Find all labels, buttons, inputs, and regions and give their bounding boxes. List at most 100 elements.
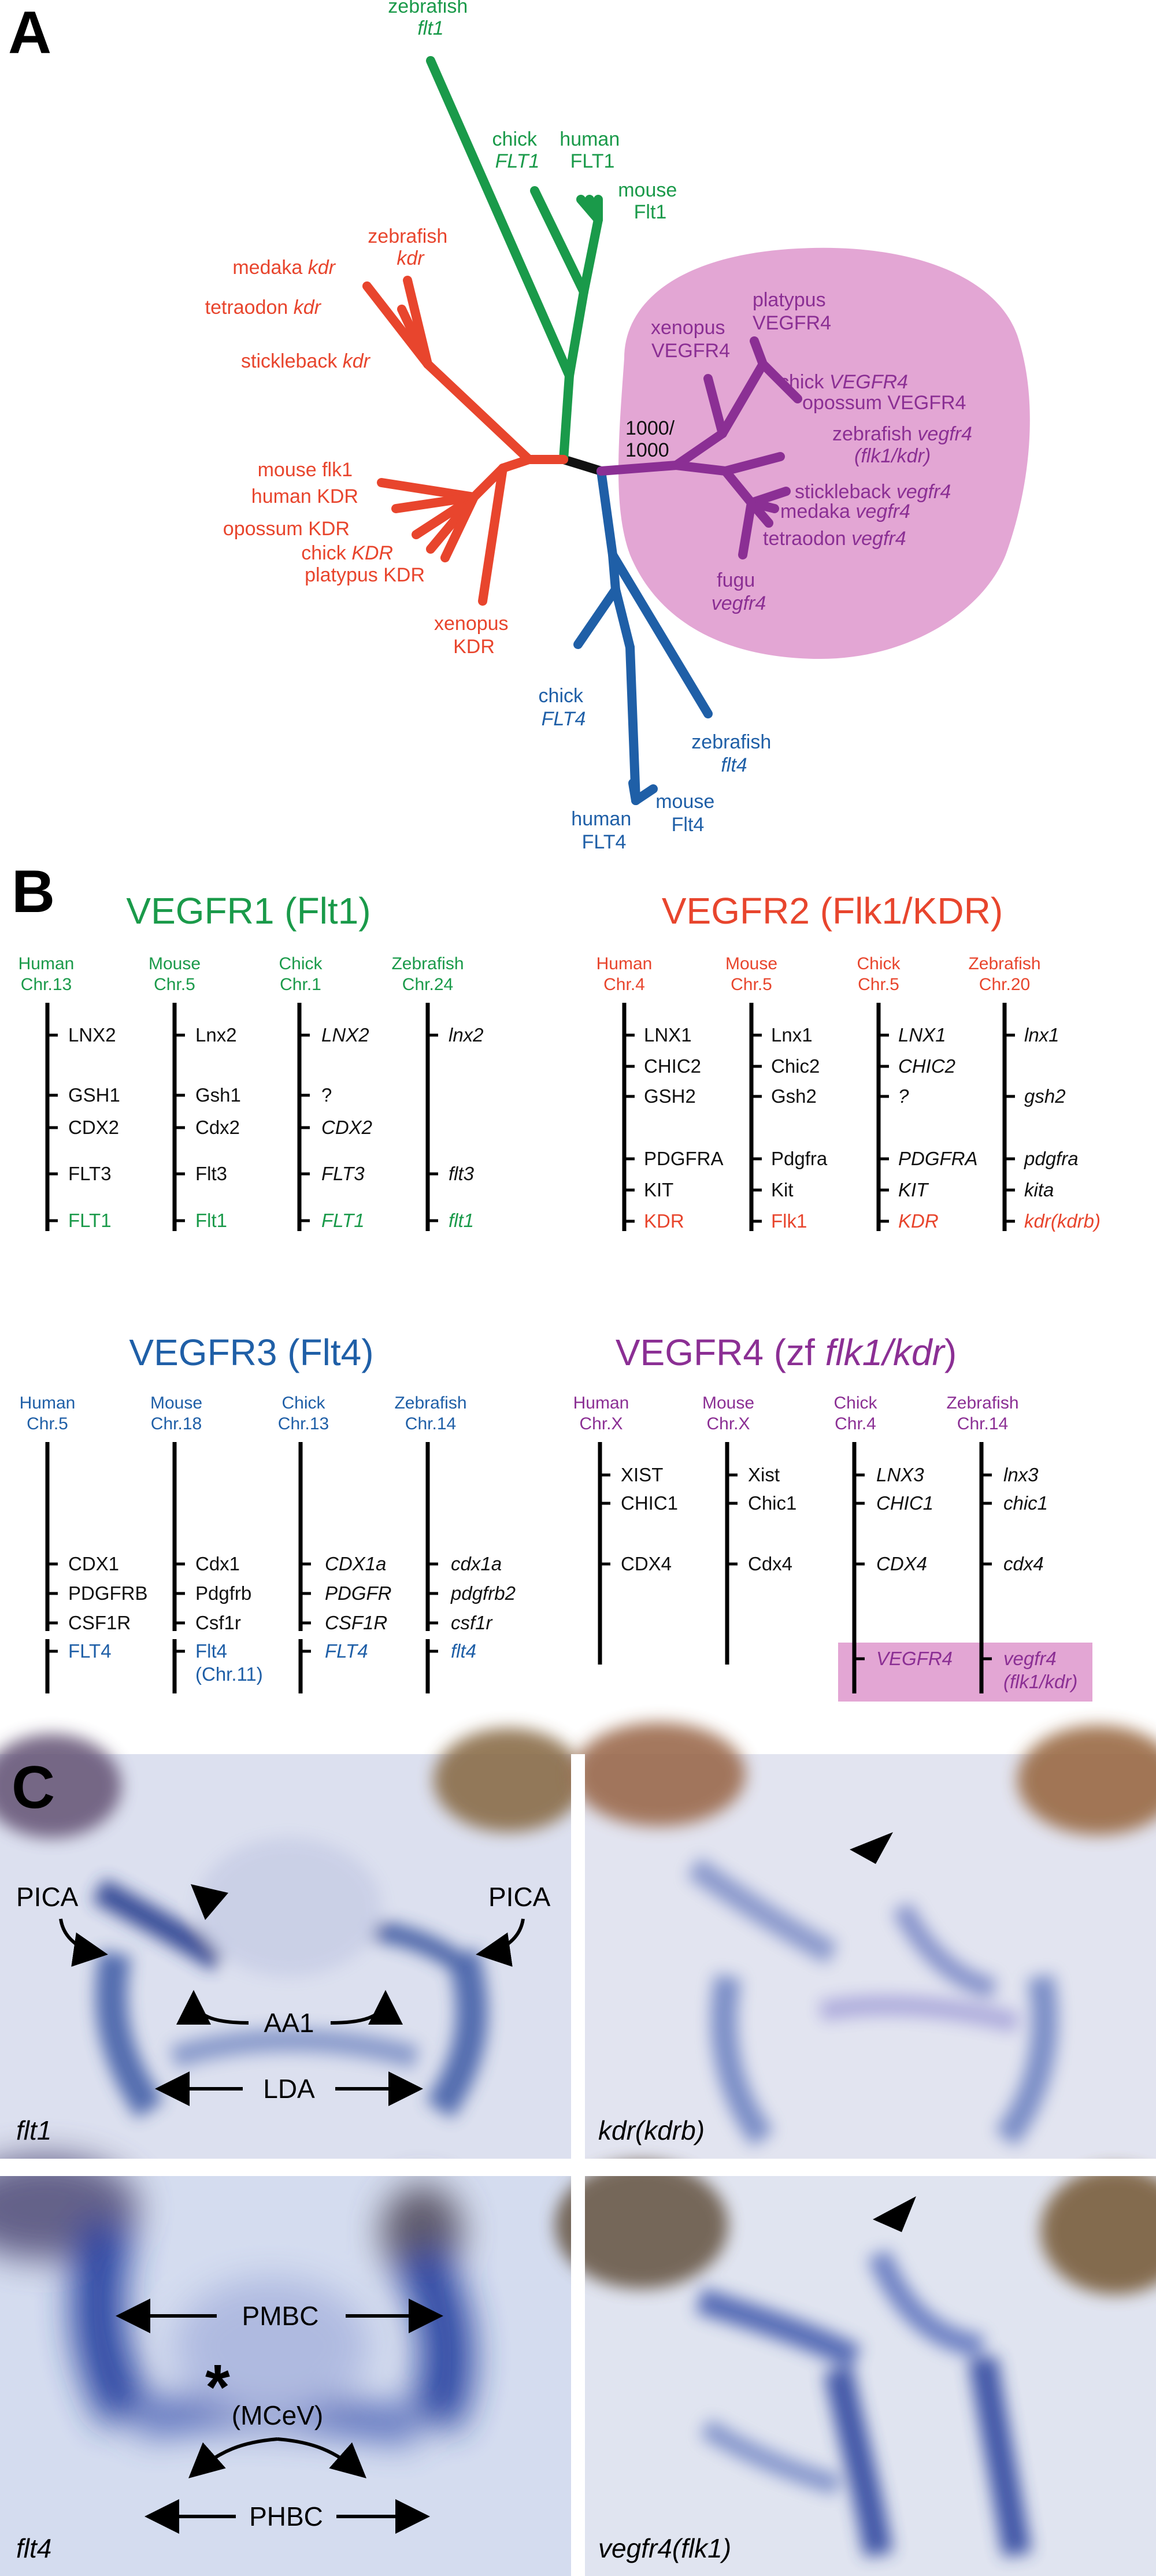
vegfr1-gene: FLT1 (321, 1210, 365, 1231)
leaf-stickleback-vegfr4: stickleback vegfr4 (795, 481, 951, 503)
vegfr1-gene: CDX2 (321, 1117, 372, 1138)
vegfr1-gene: flt3 (449, 1163, 475, 1184)
leaf-mouse-flk1: mouse flk1 (258, 459, 353, 481)
photo-vegfr4: vegfr4(flk1) (555, 2162, 1156, 2576)
leaf-xenopus-vegfr4: xenopus VEGFR4 (651, 317, 731, 362)
vegfr3-gene: FLT4 (325, 1640, 368, 1662)
leaf-zebrafish-vegfr4: zebrafish vegfr4 (flk1/kdr) (832, 423, 977, 467)
vegfr2-gene: PDGFRA (644, 1148, 724, 1169)
vegfr3-gene: cdx1a (451, 1553, 502, 1574)
vegfr4-gene: VEGFR4 (876, 1648, 953, 1669)
vegfr2-gene: KIT (644, 1179, 673, 1200)
vegfr3-gene: csf1r (451, 1612, 494, 1633)
arrowhead-icon (850, 1832, 893, 1864)
vegfr1-gene: LNX2 (321, 1024, 369, 1046)
vegfr4-gene: chic1 (1003, 1492, 1048, 1514)
leaf-zebrafish-kdr: zebrafish kdr (368, 225, 453, 269)
pica-left-label: PICA (16, 1882, 79, 1912)
leaf-human-flt1: human FLT1 (560, 128, 625, 172)
leaf-fugu-vegfr4: fugu vegfr4 (712, 569, 766, 614)
vegfr3-gene: CSF1R (68, 1612, 131, 1633)
vegfr2-gene: KDR (644, 1210, 684, 1232)
vegfr1-gene: Gsh1 (195, 1084, 241, 1106)
leaf-stickleback-kdr: stickleback kdr (241, 350, 371, 372)
photo-flt4: PMBC * (MCeV) PHBC flt4 (0, 2156, 571, 2576)
vegfr2-gene: Kit (771, 1179, 794, 1200)
vegfr1-gene: ? (321, 1084, 332, 1106)
photo-flt1: C PICA PICA AA1 LDA flt1 (0, 1728, 584, 2159)
vegfr4-gene: LNX3 (876, 1464, 924, 1485)
panel-c-letter: C (12, 1754, 55, 1821)
vegfr3-gene: CDX1 (68, 1553, 119, 1574)
vegfr2-gene: GSH2 (644, 1085, 696, 1107)
panel-b-letter: B (12, 858, 55, 925)
leaf-mouse-flt1: mouse Flt1 (618, 179, 683, 223)
vegfr4-gene: XIST (621, 1464, 663, 1485)
photo-label-kdr: kdr(kdrb) (598, 2115, 705, 2145)
vegfr4-zf-note: (flk1/kdr) (1003, 1671, 1077, 1692)
pmbc-label: PMBC (242, 2301, 319, 2331)
vegfr2-gene: ? (898, 1085, 909, 1107)
vegfr1-gene: Lnx2 (195, 1024, 237, 1046)
panel-a-letter: A (8, 0, 51, 66)
vegfr2-gene: pdgfra (1024, 1148, 1079, 1169)
arrowhead-icon (873, 2196, 916, 2232)
leaf-chick-kdr: chick KDR (301, 542, 393, 564)
vegfr3-gene: Csf1r (195, 1612, 241, 1633)
vegfr2-gene: LNX1 (898, 1024, 946, 1046)
vegfr3-gene: flt4 (451, 1640, 476, 1662)
leaf-opossum-vegfr4: opossum VEGFR4 (802, 392, 966, 414)
leaf-medaka-kdr: medaka kdr (232, 257, 336, 279)
vegfr3-gene: PDGFR (325, 1582, 392, 1604)
vegfr3-mouse-chr-note: (Chr.11) (195, 1663, 263, 1685)
vegfr3-gene: CDX1a (325, 1553, 386, 1574)
vegfr4-title: VEGFR4 (zf flk1/kdr) (616, 1332, 957, 1373)
vegfr2-gene: Gsh2 (771, 1085, 817, 1107)
leaf-human-flt4: human FLT4 (571, 808, 636, 853)
vegfr1-gene: FLT1 (68, 1210, 112, 1231)
mcev-label: (MCeV) (232, 2400, 323, 2430)
vegfr3-gene: Flt4 (195, 1640, 227, 1662)
photo-label-flt1: flt1 (16, 2115, 51, 2145)
lda-label: LDA (263, 2074, 315, 2104)
vegfr3-gene: Cdx1 (195, 1553, 240, 1574)
vegfr1-gene: FLT3 (68, 1163, 112, 1184)
vegfr4-gene: vegfr4 (1003, 1648, 1057, 1669)
vegfr2-gene: kita (1024, 1179, 1054, 1200)
vegfr4-gene: cdx4 (1003, 1553, 1044, 1574)
vegfr2-gene: PDGFRA (898, 1148, 978, 1169)
asterisk-marker: * (205, 2352, 230, 2423)
vegfr2-title: VEGFR2 (Flk1/KDR) (662, 890, 1003, 932)
leaf-chick-flt1: chick FLT1 (492, 128, 543, 172)
vegfr3-gene: CSF1R (325, 1612, 387, 1633)
vegfr1-title: VEGFR1 (Flt1) (126, 890, 370, 932)
vegfr4-gene: Chic1 (748, 1492, 796, 1514)
vegfr1-gene: lnx2 (449, 1024, 484, 1046)
vegfr4-gene: CDX4 (876, 1553, 927, 1574)
tree-branches (362, 56, 802, 805)
vegfr1-gene: LNX2 (68, 1024, 116, 1046)
leaf-xenopus-kdr: xenopus KDR (434, 613, 514, 658)
leaf-chick-vegfr4: chick VEGFR4 (779, 371, 908, 393)
vegfr4-gene: Xist (748, 1464, 780, 1485)
leaf-mouse-flt4: mouse Flt4 (655, 791, 720, 836)
leaf-opossum-kdr: opossum KDR (223, 518, 350, 540)
vegfr1-gene: CDX2 (68, 1117, 119, 1138)
vegfr4-gene: lnx3 (1003, 1464, 1039, 1485)
vegfr2-gene: CHIC2 (644, 1055, 701, 1077)
vegfr2-gene: LNX1 (644, 1024, 692, 1046)
